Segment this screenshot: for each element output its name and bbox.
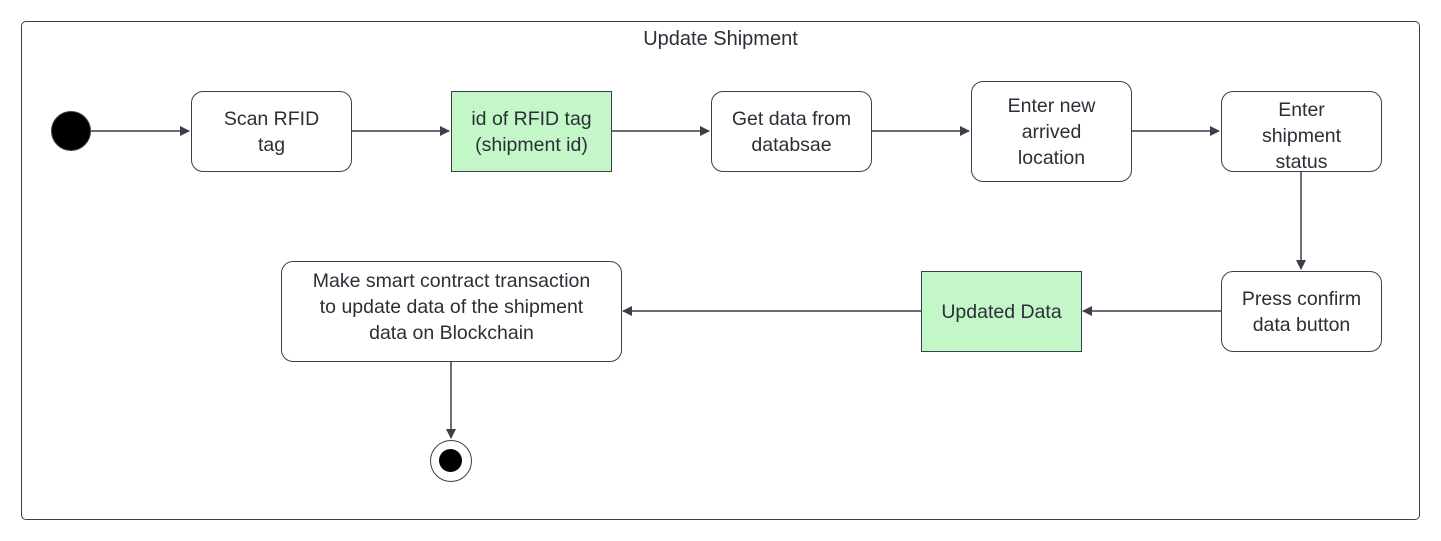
action-smart-contract: Make smart contract transaction to updat… bbox=[281, 261, 622, 362]
initial-node bbox=[51, 111, 91, 151]
action-scan-rfid-tag: Scan RFID tag bbox=[191, 91, 352, 172]
action-get-data: Get data from databsae bbox=[711, 91, 872, 172]
object-updated-data: Updated Data bbox=[921, 271, 1082, 352]
final-node bbox=[430, 440, 472, 482]
final-node-dot bbox=[439, 449, 462, 472]
diagram-title: Update Shipment bbox=[643, 28, 798, 50]
action-enter-location: Enter new arrived location bbox=[971, 81, 1132, 182]
action-press-confirm: Press confirm data button bbox=[1221, 271, 1382, 352]
diagram-frame bbox=[21, 21, 1420, 520]
action-enter-status: Enter shipment status bbox=[1221, 91, 1382, 173]
object-rfid-tag-id: id of RFID tag (shipment id) bbox=[451, 91, 612, 172]
